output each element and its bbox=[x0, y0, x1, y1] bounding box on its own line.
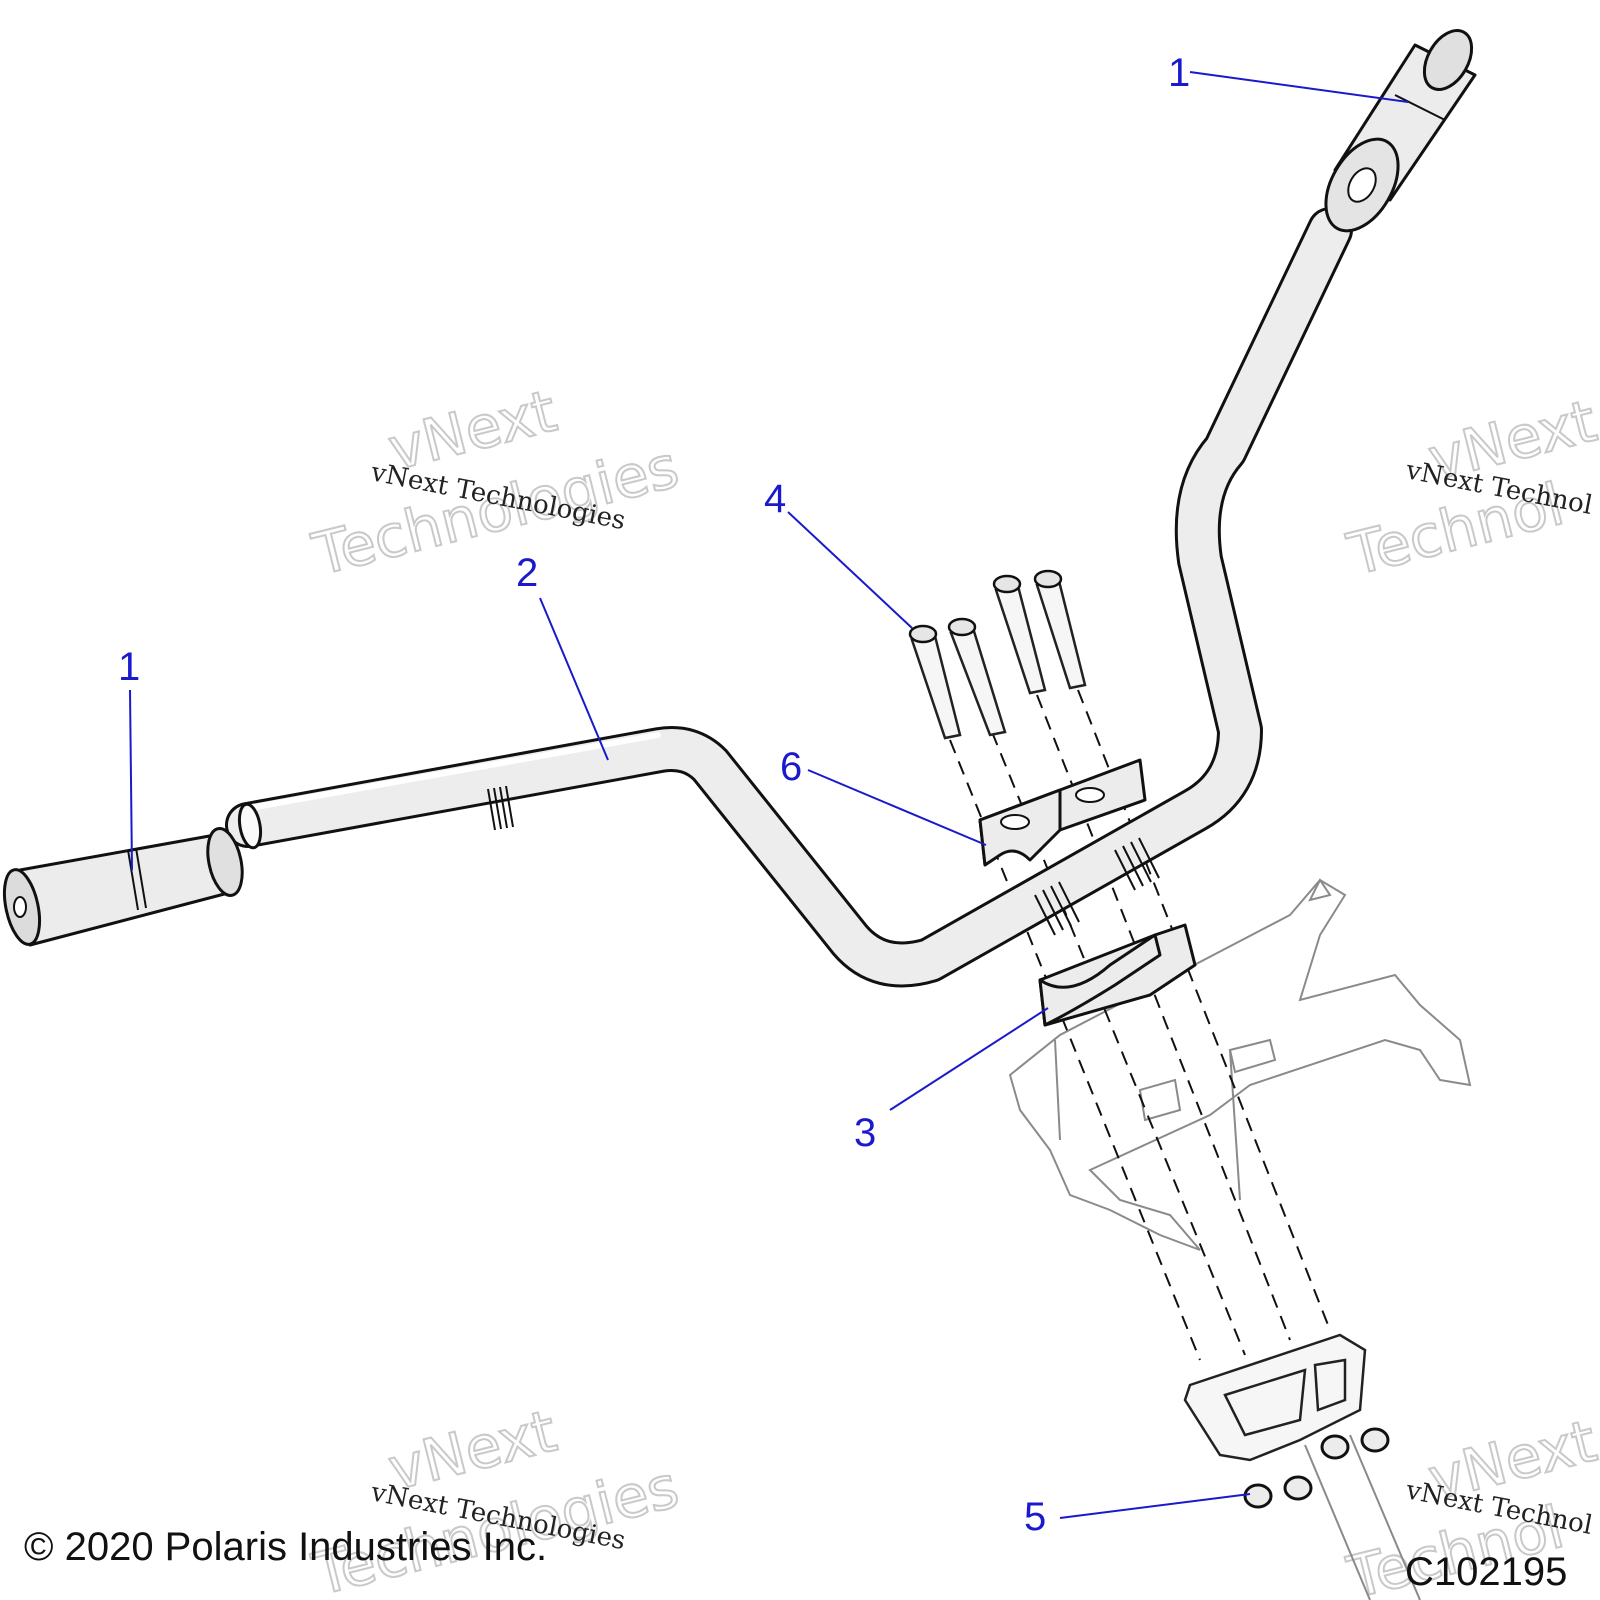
bolts bbox=[908, 569, 1087, 740]
watermark-bottom-left: vNext Technologies vNext Technologies bbox=[305, 1396, 686, 1600]
bolt bbox=[992, 574, 1047, 695]
bolt bbox=[1033, 569, 1087, 690]
clamp-upper bbox=[978, 758, 1147, 867]
nuts bbox=[1243, 1427, 1390, 1509]
callout-handlebar: 2 bbox=[516, 551, 538, 595]
callout-bolts: 4 bbox=[764, 477, 786, 521]
leader-lines bbox=[129, 71, 1409, 1519]
bolt bbox=[947, 617, 1007, 737]
callout-grip-left: 1 bbox=[118, 645, 140, 689]
knurl-left bbox=[487, 785, 514, 831]
diagram-id: C102195 bbox=[1405, 1550, 1567, 1594]
watermark-top-left: vNext Technologies vNext Technologies bbox=[305, 376, 686, 590]
nut bbox=[1283, 1475, 1313, 1501]
nut bbox=[1243, 1483, 1273, 1509]
handlebar bbox=[225, 207, 1353, 988]
callout-clamp-lower: 3 bbox=[854, 1111, 876, 1155]
nut bbox=[1360, 1427, 1390, 1453]
grip-right bbox=[1324, 29, 1477, 233]
callout-grip-right: 1 bbox=[1168, 51, 1190, 95]
riser-bracket-lower bbox=[1183, 1333, 1367, 1462]
copyright-text: © 2020 Polaris Industries Inc. bbox=[24, 1525, 547, 1569]
nut bbox=[1320, 1434, 1350, 1460]
grip-left bbox=[2, 827, 244, 947]
knurl-center bbox=[1034, 837, 1160, 936]
steering-mount-bracket-ghost bbox=[1008, 878, 1472, 1251]
callout-clamp-upper: 6 bbox=[780, 745, 802, 789]
clamp-lower bbox=[1038, 923, 1197, 1027]
watermark-top-right: vNext Technol vNext Technol bbox=[1340, 386, 1600, 590]
steering-column-lower bbox=[1304, 1434, 1421, 1600]
callout-nuts: 5 bbox=[1024, 1495, 1046, 1539]
bolt bbox=[908, 624, 962, 740]
